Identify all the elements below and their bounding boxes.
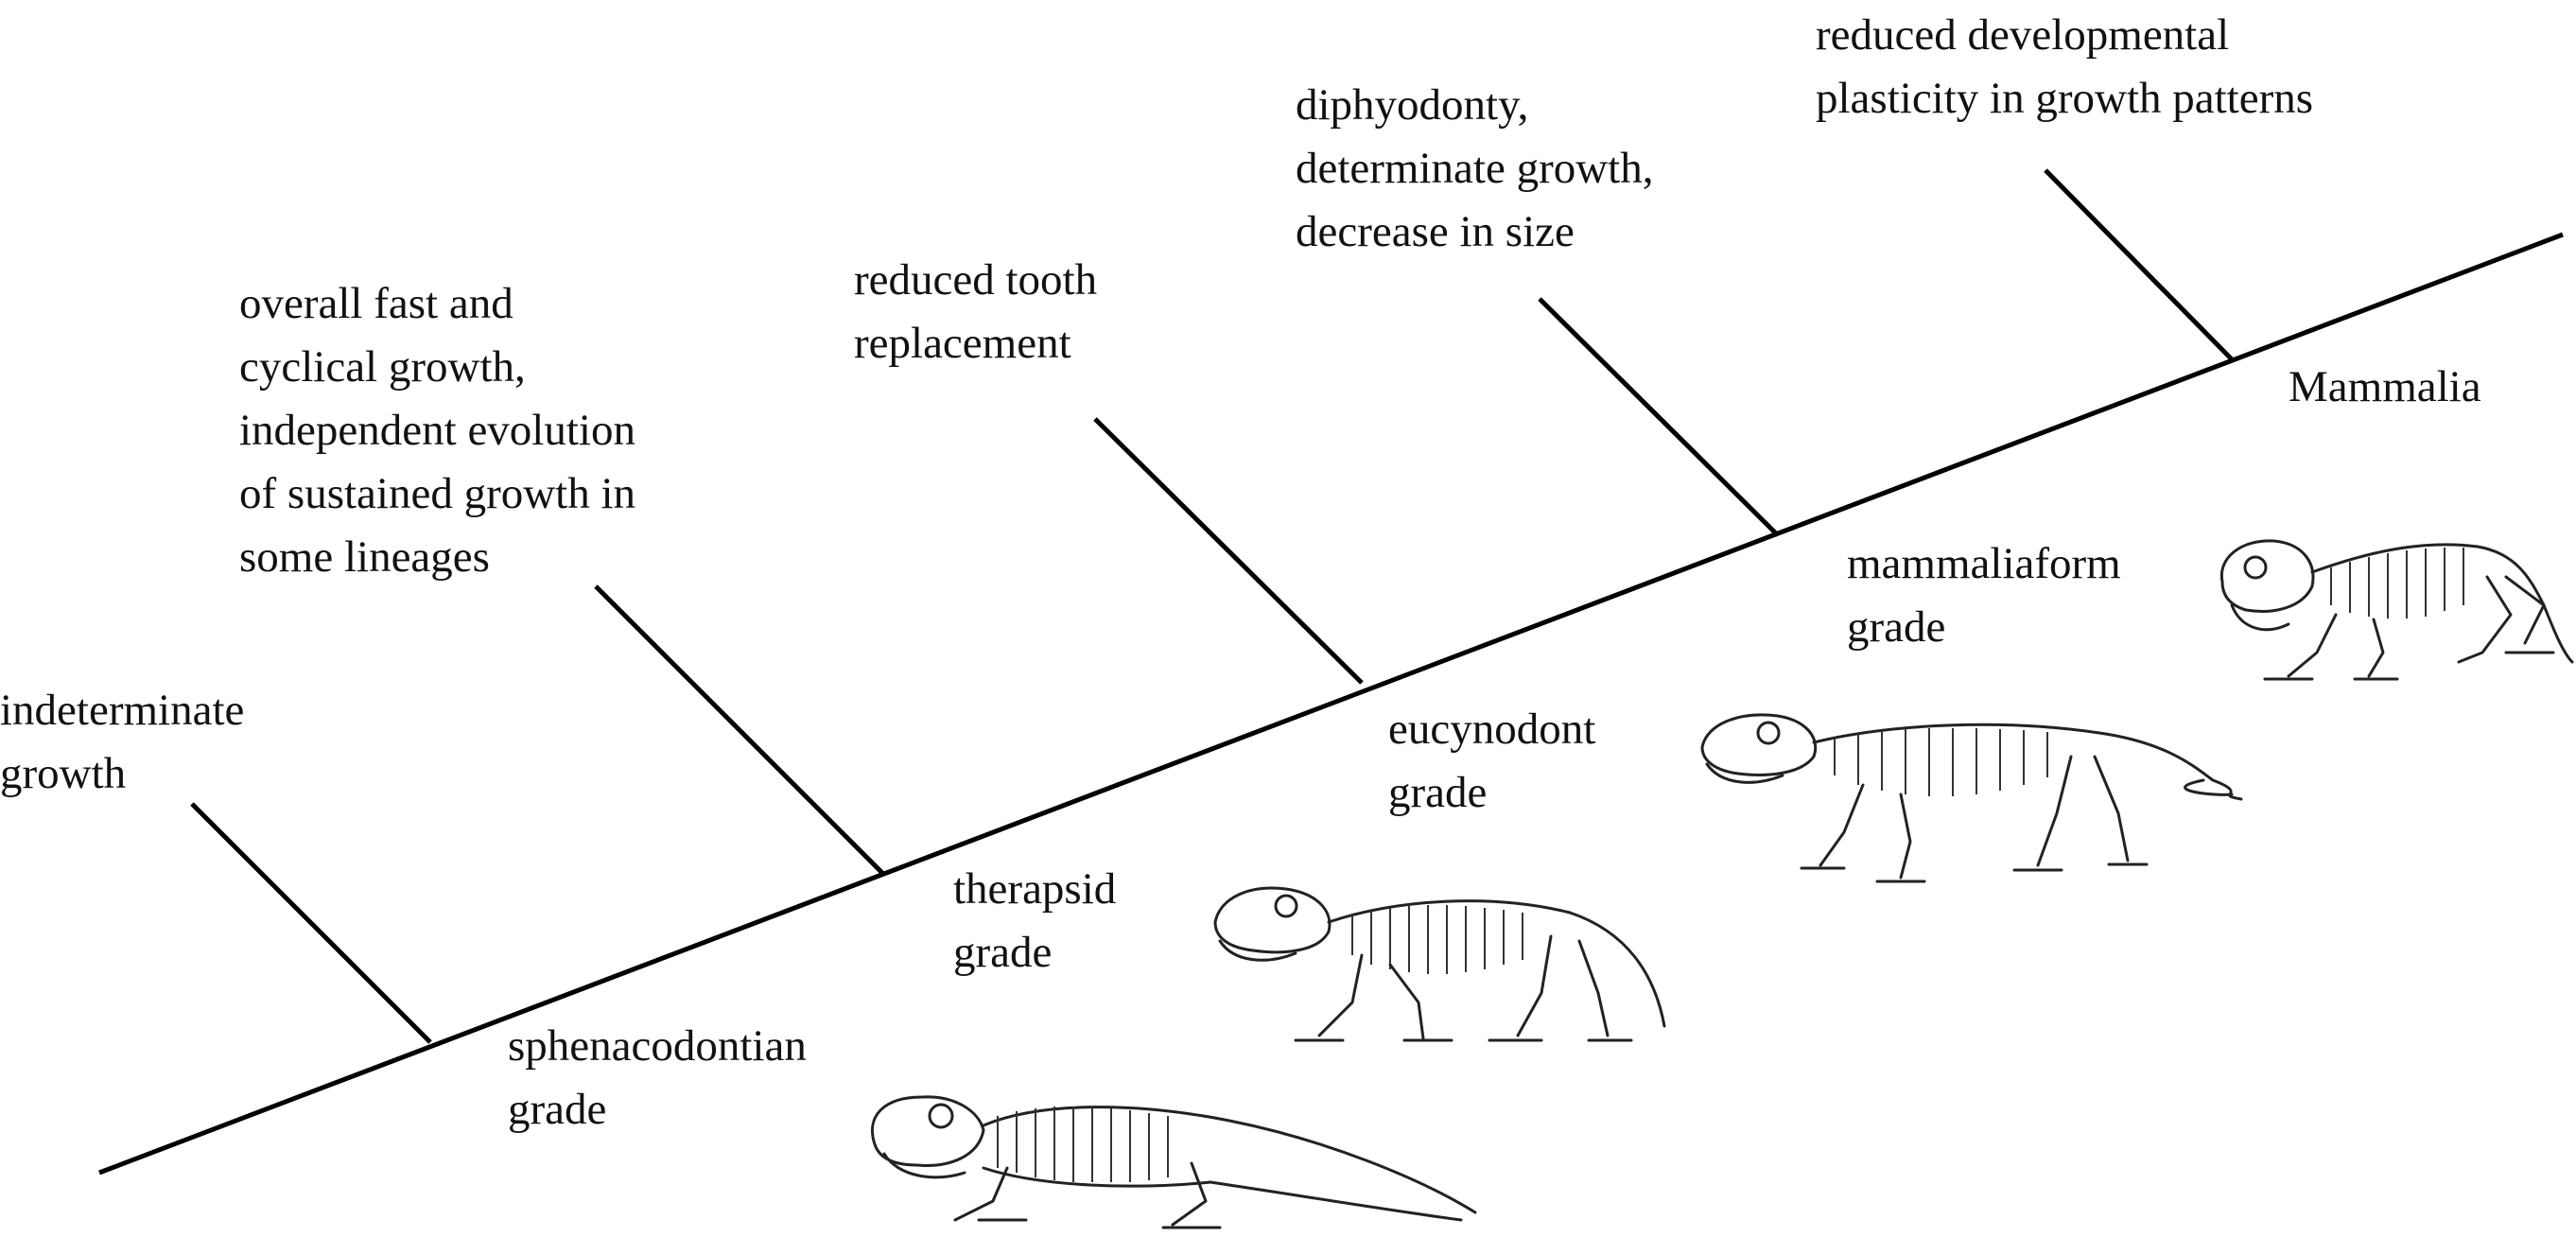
grade-label-sphenacodontian: sphenacodontian grade — [508, 1015, 807, 1141]
label-line: replacement — [854, 312, 1097, 375]
label-line: grade — [1388, 761, 1595, 825]
label-line: plasticity in growth patterns — [1816, 67, 2313, 131]
label-line: grade — [953, 921, 1116, 984]
grade-label-mammaliaform: mammaliaform grade — [1847, 532, 2121, 659]
branch-reduced-plasticity — [2045, 170, 2232, 359]
label-line: indeterminate — [0, 679, 244, 742]
grade-label-therapsid: therapsid grade — [953, 858, 1116, 984]
label-line: reduced tooth — [854, 249, 1097, 312]
branch-diphyodonty — [1540, 299, 1778, 535]
label-line: sphenacodontian — [508, 1015, 807, 1078]
label-line: diphyodonty, — [1296, 74, 1653, 137]
eucynodont-skeleton — [1702, 715, 2241, 881]
mammaliaform-skeleton — [2221, 541, 2572, 679]
label-line: grade — [508, 1078, 807, 1141]
therapsid-skeleton — [1215, 888, 1664, 1040]
character-label-indeterminate-growth: indeterminate growth — [0, 679, 244, 806]
label-line: some lineages — [239, 526, 635, 589]
label-line: mammaliaform — [1847, 532, 2121, 596]
label-line: overall fast and — [239, 272, 635, 336]
branch-fast-cyclical-growth — [596, 586, 884, 875]
branch-reduced-tooth-replacement — [1095, 419, 1362, 683]
character-label-reduced-plasticity: reduced developmental plasticity in grow… — [1816, 4, 2313, 131]
sphenacodontian-skeleton — [872, 1097, 1475, 1228]
label-line: Mammalia — [2289, 356, 2481, 419]
label-line: therapsid — [953, 858, 1116, 921]
character-label-fast-cyclical-growth: overall fast and cyclical growth, indepe… — [239, 272, 635, 589]
label-line: grade — [1847, 596, 2121, 659]
label-line: decrease in size — [1296, 200, 1653, 264]
label-line: cyclical growth, — [239, 336, 635, 399]
grade-label-eucynodont: eucynodont grade — [1388, 698, 1595, 825]
character-label-reduced-tooth-replacement: reduced tooth replacement — [854, 249, 1097, 375]
label-line: determinate growth, — [1296, 137, 1653, 200]
label-line: growth — [0, 742, 244, 806]
label-line: eucynodont — [1388, 698, 1595, 761]
label-line: independent evolution — [239, 399, 635, 462]
grade-label-mammalia: Mammalia — [2289, 356, 2481, 419]
branch-indeterminate-growth — [192, 804, 430, 1042]
label-line: of sustained growth in — [239, 462, 635, 526]
label-line: reduced developmental — [1816, 4, 2313, 67]
character-label-diphyodonty: diphyodonty, determinate growth, decreas… — [1296, 74, 1653, 264]
